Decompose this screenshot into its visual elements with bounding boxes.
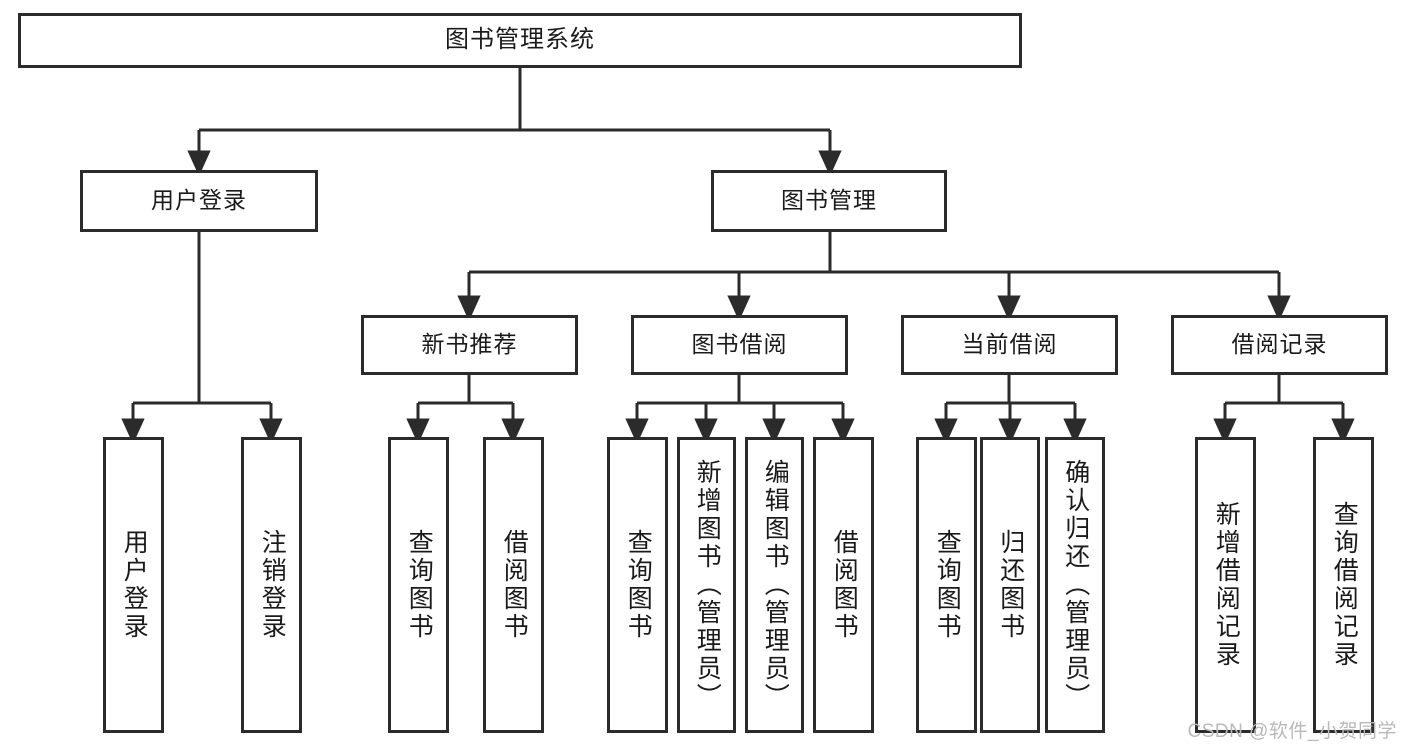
leaf-confirm-return-admin[interactable]: 确认归还（管理员） bbox=[1045, 437, 1105, 733]
node-current-borrow-label: 当前借阅 bbox=[961, 331, 1058, 358]
node-book-borrow-label: 图书借阅 bbox=[691, 331, 788, 358]
node-book-management-label: 图书管理 bbox=[781, 187, 877, 214]
leaf-logout-label: 注销登录 bbox=[258, 529, 287, 641]
leaf-return-book-label: 归还图书 bbox=[996, 529, 1025, 641]
leaf-query-book-borrow-label: 查询图书 bbox=[624, 529, 653, 641]
leaf-borrow-book-recommend[interactable]: 借阅图书 bbox=[483, 437, 544, 733]
node-current-borrow[interactable]: 当前借阅 bbox=[901, 315, 1118, 375]
node-root[interactable]: 图书管理系统 bbox=[18, 13, 1022, 68]
node-user-login[interactable]: 用户登录 bbox=[80, 170, 318, 232]
leaf-user-login-label: 用户登录 bbox=[120, 529, 149, 641]
leaf-add-borrow-record[interactable]: 新增借阅记录 bbox=[1195, 437, 1256, 733]
leaf-add-book-admin[interactable]: 新增图书（管理员） bbox=[677, 437, 736, 733]
node-user-login-label: 用户登录 bbox=[151, 187, 247, 214]
leaf-add-book-admin-label: 新增图书（管理员） bbox=[693, 459, 722, 711]
watermark-text: CSDN @软件_小贺同学 bbox=[1187, 721, 1397, 742]
leaf-return-book[interactable]: 归还图书 bbox=[980, 437, 1040, 733]
leaf-query-book-recommend-label: 查询图书 bbox=[405, 529, 434, 641]
node-new-book-recommend-label: 新书推荐 bbox=[421, 331, 518, 358]
leaf-edit-book-admin[interactable]: 编辑图书（管理员） bbox=[745, 437, 804, 733]
leaf-query-book-recommend[interactable]: 查询图书 bbox=[388, 437, 449, 733]
node-root-label: 图书管理系统 bbox=[445, 26, 595, 54]
leaf-logout[interactable]: 注销登录 bbox=[241, 437, 302, 733]
leaf-borrow-book-label: 借阅图书 bbox=[830, 529, 859, 641]
node-borrow-records-label: 借阅记录 bbox=[1231, 331, 1328, 358]
leaf-query-book-current-label: 查询图书 bbox=[933, 529, 962, 641]
leaf-edit-book-admin-label: 编辑图书（管理员） bbox=[761, 459, 790, 711]
leaf-user-login[interactable]: 用户登录 bbox=[103, 437, 164, 733]
leaf-borrow-book[interactable]: 借阅图书 bbox=[813, 437, 874, 733]
leaf-borrow-book-recommend-label: 借阅图书 bbox=[500, 529, 529, 641]
leaf-add-borrow-record-label: 新增借阅记录 bbox=[1212, 501, 1241, 669]
node-book-borrow[interactable]: 图书借阅 bbox=[631, 315, 848, 375]
node-book-management[interactable]: 图书管理 bbox=[711, 170, 947, 232]
node-borrow-records[interactable]: 借阅记录 bbox=[1171, 315, 1388, 375]
leaf-query-borrow-record[interactable]: 查询借阅记录 bbox=[1313, 437, 1374, 733]
node-new-book-recommend[interactable]: 新书推荐 bbox=[361, 315, 578, 375]
leaf-confirm-return-admin-label: 确认归还（管理员） bbox=[1061, 459, 1090, 711]
leaf-query-book-borrow[interactable]: 查询图书 bbox=[607, 437, 668, 733]
leaf-query-book-current[interactable]: 查询图书 bbox=[916, 437, 977, 733]
leaf-query-borrow-record-label: 查询借阅记录 bbox=[1330, 501, 1359, 669]
